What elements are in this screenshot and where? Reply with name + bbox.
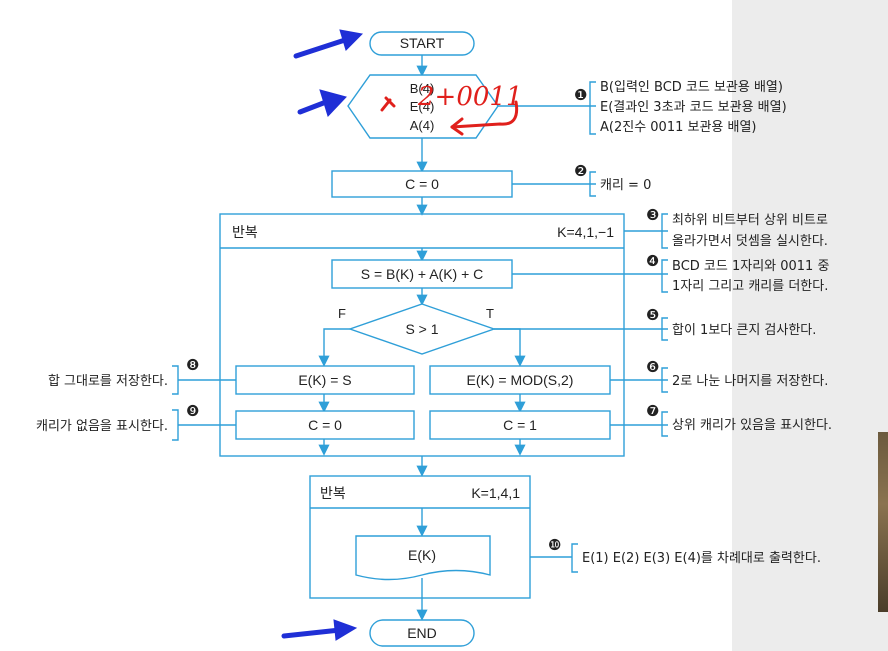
note10: E(1) E(2) E(3) E(4)를 차례대로 출력한다. — [582, 551, 821, 566]
output-document — [355, 535, 491, 581]
note3-line2: 올라가면서 덧셈을 실시한다. — [672, 234, 828, 249]
init-label: C = 0 — [405, 176, 439, 192]
init-box — [331, 170, 513, 198]
decision-diamond — [347, 303, 497, 355]
arrow-start — [293, 36, 351, 59]
marker-8: ❽ — [186, 356, 199, 374]
handwritten-sum: 2+0011 — [417, 82, 523, 112]
note7: 상위 캐리가 있음을 표시한다. — [672, 418, 832, 433]
marker-3: ❸ — [646, 206, 659, 224]
branch-true: T — [486, 306, 494, 321]
arrow-declare — [297, 99, 329, 115]
note4-line1: BCD 코드 1자리와 0011 중 — [672, 259, 829, 274]
marker-7: ❼ — [646, 402, 659, 420]
note1-line1: B(입력인 BCD 코드 보관용 배열) — [600, 80, 783, 95]
right-assign-label: E(K) = MOD(S,2) — [467, 372, 574, 388]
marker-1: ❶ — [574, 86, 587, 104]
end-label: END — [407, 625, 437, 641]
branch-false: F — [338, 306, 346, 321]
declare-hexagon — [347, 74, 499, 139]
left-carry-box — [235, 410, 415, 440]
right-carry-label: C = 1 — [503, 417, 537, 433]
note1-line2: E(결과인 3초과 코드 보관용 배열) — [600, 100, 787, 115]
sum-label: S = B(K) + A(K) + C — [361, 266, 484, 282]
left-carry-label: C = 0 — [308, 417, 342, 433]
declare-e: E(4) — [410, 99, 435, 114]
marker-9: ❾ — [186, 402, 199, 420]
webcam-edge — [878, 432, 888, 612]
loop2-label: 반복 — [320, 485, 346, 501]
loop2-frame — [309, 475, 531, 599]
right-assign-box — [429, 365, 611, 395]
end-terminal — [369, 619, 475, 647]
note6: 2로 나눈 나머지를 저장한다. — [672, 374, 828, 389]
note8: 합 그대로를 저장한다. — [48, 374, 168, 389]
declare-b: B(4) — [410, 81, 435, 96]
declare-a: A(4) — [410, 118, 435, 133]
note2: 캐리 = 0 — [600, 178, 651, 193]
marker-10: ❿ — [548, 536, 561, 554]
marker-6: ❻ — [646, 358, 659, 376]
left-assign-label: E(K) = S — [298, 372, 351, 388]
handwriting-group — [380, 96, 519, 136]
pointer-arrows — [281, 29, 364, 641]
handwritten-arrow — [450, 100, 519, 129]
page-margin — [732, 0, 888, 651]
decision-label: S > 1 — [405, 321, 438, 337]
marker-5: ❺ — [646, 306, 659, 324]
loop1-range: K=4,1,−1 — [557, 224, 614, 240]
arrow-end — [281, 627, 343, 639]
note4-line2: 1자리 그리고 캐리를 더한다. — [672, 279, 828, 294]
output-label: E(K) — [408, 547, 436, 563]
marker-4: ❹ — [646, 252, 659, 270]
note9: 캐리가 없음을 표시한다. — [36, 419, 168, 434]
start-label: START — [400, 35, 445, 51]
note5: 합이 1보다 큰지 검사한다. — [672, 323, 816, 338]
note1-line3: A(2진수 0011 보관용 배열) — [600, 120, 757, 135]
note3-line1: 최하위 비트부터 상위 비트로 — [672, 213, 828, 228]
marker-2: ❷ — [574, 162, 587, 180]
loop2-range: K=1,4,1 — [471, 485, 520, 501]
loop1-label: 반복 — [232, 224, 258, 240]
left-assign-box — [235, 365, 415, 395]
